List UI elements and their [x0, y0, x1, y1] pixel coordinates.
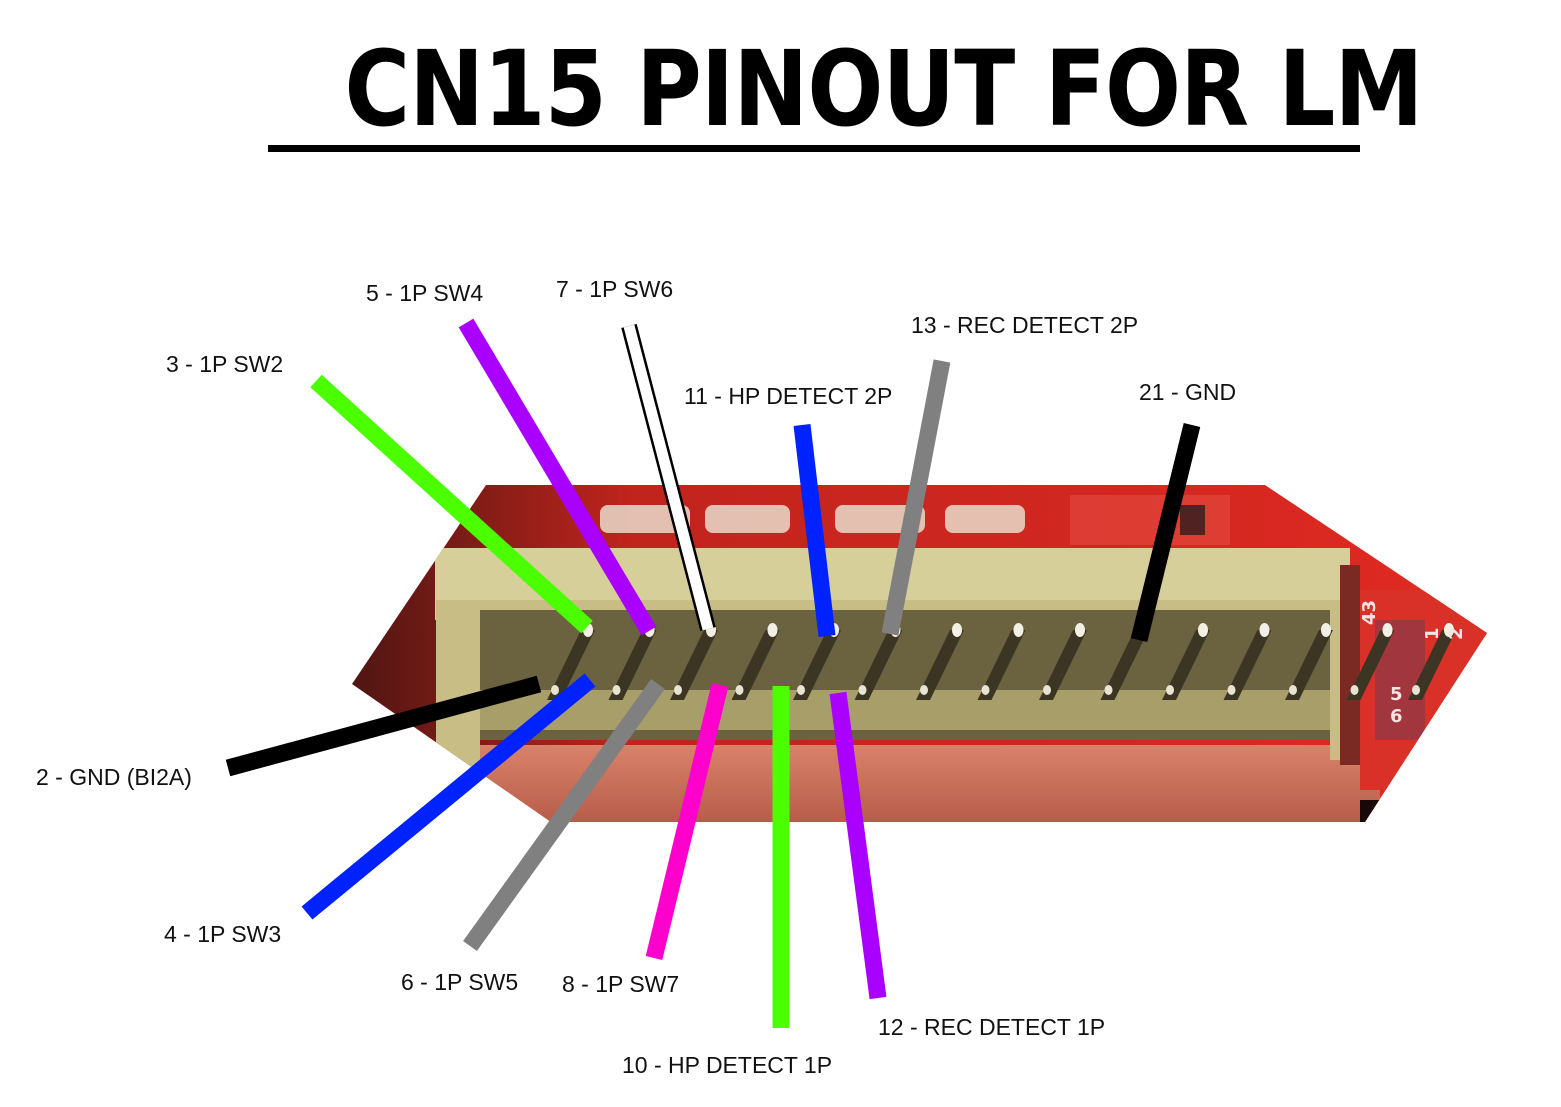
- wire-pin-7: [623, 324, 714, 631]
- pin-tip: [1043, 685, 1051, 695]
- label-pin-13: 13 - REC DETECT 2P: [911, 312, 1138, 338]
- silkscreen-43: 43: [1359, 600, 1380, 625]
- header-pin: [1162, 630, 1210, 700]
- pin-tip: [1198, 623, 1208, 637]
- label-pin-5: 5 - 1P SW4: [366, 280, 483, 306]
- pin-tip: [1350, 685, 1359, 695]
- header-pin: [1408, 630, 1456, 700]
- pin-tip: [1289, 685, 1297, 695]
- header-pin: [1223, 630, 1272, 700]
- board-photo: 43 1 2 5 6: [352, 485, 1487, 822]
- pin-tip: [1382, 623, 1393, 637]
- header-pins: [547, 623, 1456, 700]
- pin-tip: [735, 685, 744, 695]
- label-pin-6: 6 - 1P SW5: [401, 969, 518, 995]
- silkscreen-2: 2: [1446, 627, 1467, 640]
- pin-tip: [1412, 685, 1420, 695]
- pin-tip: [1104, 685, 1113, 695]
- header-pin: [1285, 630, 1333, 700]
- pin-tip: [920, 685, 928, 695]
- wire-pin-3: [310, 374, 593, 634]
- wire-pin-4: [301, 673, 596, 920]
- header-pin: [731, 630, 780, 700]
- label-pin-4: 4 - 1P SW3: [164, 921, 281, 947]
- wire-pin-5: [458, 318, 657, 636]
- header-pin: [916, 630, 964, 700]
- pin-tip: [551, 685, 559, 695]
- label-pin-7: 7 - 1P SW6: [556, 276, 673, 302]
- silkscreen-1: 1: [1422, 627, 1443, 640]
- label-pin-11: 11 - HP DETECT 2P: [684, 383, 892, 409]
- wire-pin-21: [1130, 422, 1201, 643]
- wire-pin-11: [793, 423, 836, 638]
- header-pin: [793, 630, 841, 700]
- diagram-title: CN15 PINOUT FOR LM: [344, 28, 1423, 150]
- label-pin-2: 2 - GND (BI2A): [36, 764, 192, 790]
- header-pin: [1039, 630, 1087, 700]
- pin-tip: [1227, 685, 1236, 695]
- pin-tip: [674, 685, 682, 695]
- pin-labels: 3 - 1P SW2 5 - 1P SW4 7 - 1P SW6 11 - HP DE…: [36, 276, 1236, 1078]
- header-pin: [670, 630, 718, 700]
- pin-tip: [1259, 623, 1270, 637]
- wire-pin-13: [881, 359, 951, 636]
- pin-tip: [612, 685, 621, 695]
- header-pin: [547, 630, 595, 700]
- pin-tip: [1444, 623, 1454, 637]
- wire-pin-12: [829, 691, 887, 1000]
- wire-pin-6: [463, 679, 665, 951]
- wire-pin-2: [225, 675, 542, 777]
- silkscreen-5: 5: [1390, 684, 1403, 705]
- label-pin-3: 3 - 1P SW2: [166, 351, 283, 377]
- pin-tip: [858, 685, 867, 695]
- pin-tip: [1166, 685, 1174, 695]
- silkscreen-6: 6: [1390, 706, 1403, 727]
- label-pin-21: 21 - GND: [1139, 379, 1236, 405]
- header-pin: [608, 630, 657, 700]
- label-pin-8: 8 - 1P SW7: [562, 971, 679, 997]
- pin-tip: [1075, 623, 1085, 637]
- wire-pin-8: [645, 683, 729, 960]
- header-pin: [1346, 630, 1395, 700]
- pin-wires: [225, 318, 1201, 1028]
- pin-tip: [981, 685, 990, 695]
- header-pin: [854, 630, 903, 700]
- title-underline: [268, 145, 1360, 152]
- pin-tip: [1321, 623, 1331, 637]
- header-pin: [1100, 630, 1149, 700]
- pin-tip: [1013, 623, 1024, 637]
- pin-tip: [767, 623, 778, 637]
- label-pin-12: 12 - REC DETECT 1P: [878, 1014, 1105, 1040]
- pin-tip: [797, 685, 805, 695]
- silkscreen-labels: 43 1 2 5 6: [1359, 600, 1467, 727]
- pin-tip: [952, 623, 962, 637]
- header-pin: [977, 630, 1026, 700]
- label-pin-10: 10 - HP DETECT 1P: [622, 1052, 832, 1078]
